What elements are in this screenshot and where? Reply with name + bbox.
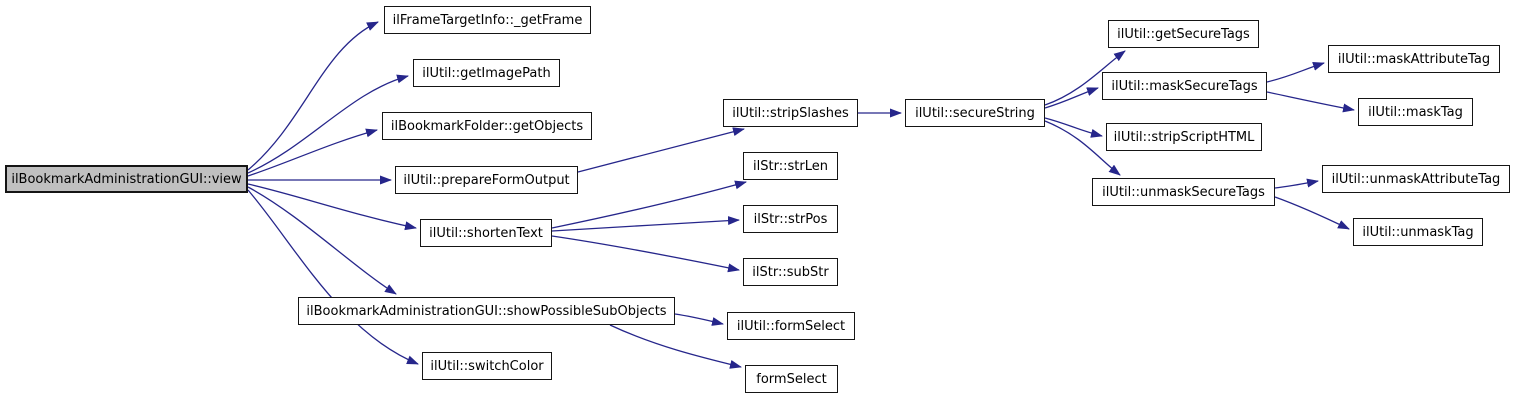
node-ilutil-prepareformoutput[interactable]: ilUtil::prepareFormOutput	[395, 166, 578, 194]
edge-view-to-getimagepath	[247, 74, 409, 174]
edge-shortentext-to-strpos	[551, 216, 740, 232]
node-ilutil-masktag[interactable]: ilUtil::maskTag	[1358, 98, 1473, 126]
edge-view-to-getobjects	[247, 128, 378, 177]
node-ilutil-shortentext[interactable]: ilUtil::shortenText	[420, 219, 552, 247]
node-ilbookmarkadministrationgui-view: ilBookmarkAdministrationGUI::view	[5, 165, 248, 193]
node-ilutil-getimagepath[interactable]: ilUtil::getImagePath	[413, 59, 560, 87]
node-formselect[interactable]: formSelect	[745, 365, 838, 393]
node-ilutil-switchcolor[interactable]: ilUtil::switchColor	[422, 352, 552, 380]
edge-view-to-showpossiblesubobjects	[247, 186, 397, 295]
node-ilutil-getsecuretags[interactable]: ilUtil::getSecureTags	[1108, 20, 1259, 48]
edge-securestring-to-stripscripthtml	[1044, 117, 1103, 138]
edge-unmasksecuretags-to-unmasktag	[1274, 196, 1350, 230]
node-ilutil-stripscripthtml[interactable]: ilUtil::stripScriptHTML	[1106, 123, 1262, 151]
edge-securestring-to-unmasksecuretags	[1044, 120, 1121, 176]
edge-prepareformoutput-to-stripslashes	[577, 127, 745, 173]
node-ilutil-unmasktag[interactable]: ilUtil::unmaskTag	[1353, 218, 1483, 246]
node-ilstr-strpos[interactable]: ilStr::strPos	[743, 205, 838, 233]
edge-masksecuretags-to-maskattributetag	[1266, 62, 1325, 83]
edge-masksecuretags-to-masktag	[1266, 91, 1355, 113]
node-ilutil-unmasksecuretags[interactable]: ilUtil::unmaskSecureTags	[1092, 178, 1275, 206]
edge-showpossiblesubobjects-to-formselectutil	[674, 313, 724, 326]
node-ilutil-maskattributetag[interactable]: ilUtil::maskAttributeTag	[1328, 45, 1500, 73]
node-ilbookmarkfolder-getobjects[interactable]: ilBookmarkFolder::getObjects	[382, 112, 592, 140]
edge-showpossiblesubobjects-to-formselect	[609, 324, 742, 369]
edge-securestring-to-masksecuretags	[1044, 87, 1099, 109]
node-ilutil-formselect[interactable]: ilUtil::formSelect	[727, 312, 855, 340]
edge-view-to-shortentext	[247, 183, 417, 231]
edge-shortentext-to-strlen	[551, 180, 747, 229]
node-ilutil-unmaskattributetag[interactable]: ilUtil::unmaskAttributeTag	[1322, 165, 1510, 193]
node-ilstr-substr[interactable]: ilStr::subStr	[743, 258, 838, 286]
node-ilutil-masksecuretags[interactable]: ilUtil::maskSecureTags	[1102, 72, 1267, 100]
node-ilframetargetinfo-getframe[interactable]: ilFrameTargetInfo::_getFrame	[384, 6, 591, 34]
edge-view-to-getframe	[247, 21, 379, 171]
edge-view-to-switchcolor	[247, 189, 419, 365]
edge-unmasksecuretags-to-unmaskattributetag	[1274, 178, 1319, 189]
node-ilbookmarkadministrationgui-showpossiblesubobjects[interactable]: ilBookmarkAdministrationGUI::showPossibl…	[298, 297, 675, 325]
edge-shortentext-to-substr	[551, 235, 740, 273]
node-ilstr-strlen[interactable]: ilStr::strLen	[743, 152, 838, 180]
node-ilutil-stripslashes[interactable]: ilUtil::stripSlashes	[723, 99, 858, 127]
node-ilutil-securestring[interactable]: ilUtil::secureString	[905, 99, 1045, 127]
edge-securestring-to-getsecuretags	[1044, 50, 1126, 106]
